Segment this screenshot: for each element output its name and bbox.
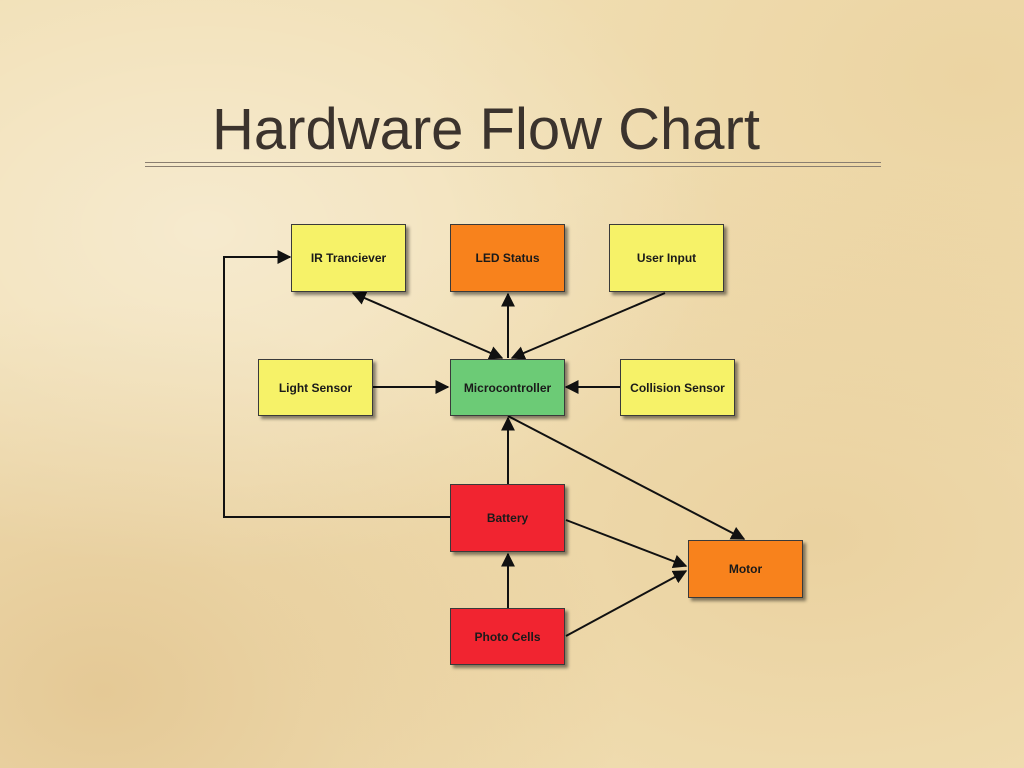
node-photo-cells: Photo Cells — [450, 608, 565, 665]
edge-battery-ir — [223, 250, 450, 518]
node-led-status: LED Status — [450, 224, 565, 292]
node-microcontroller: Microcontroller — [450, 359, 565, 416]
edge-microcontroller-motor — [507, 415, 746, 540]
edge-battery-motor — [565, 519, 688, 569]
edge-ir-microcontroller — [351, 291, 504, 360]
node-user-input: User Input — [609, 224, 724, 292]
slide-title: Hardware Flow Chart — [212, 97, 760, 162]
node-battery: Battery — [450, 484, 565, 552]
node-ir-tranciever: IR Tranciever — [291, 224, 406, 292]
title-underline — [145, 162, 881, 168]
node-collision-sensor: Collision Sensor — [620, 359, 735, 416]
node-light-sensor: Light Sensor — [258, 359, 373, 416]
edge-photocells-motor — [565, 570, 688, 637]
node-motor: Motor — [688, 540, 803, 598]
edge-userinput-microcontroller — [510, 292, 666, 360]
